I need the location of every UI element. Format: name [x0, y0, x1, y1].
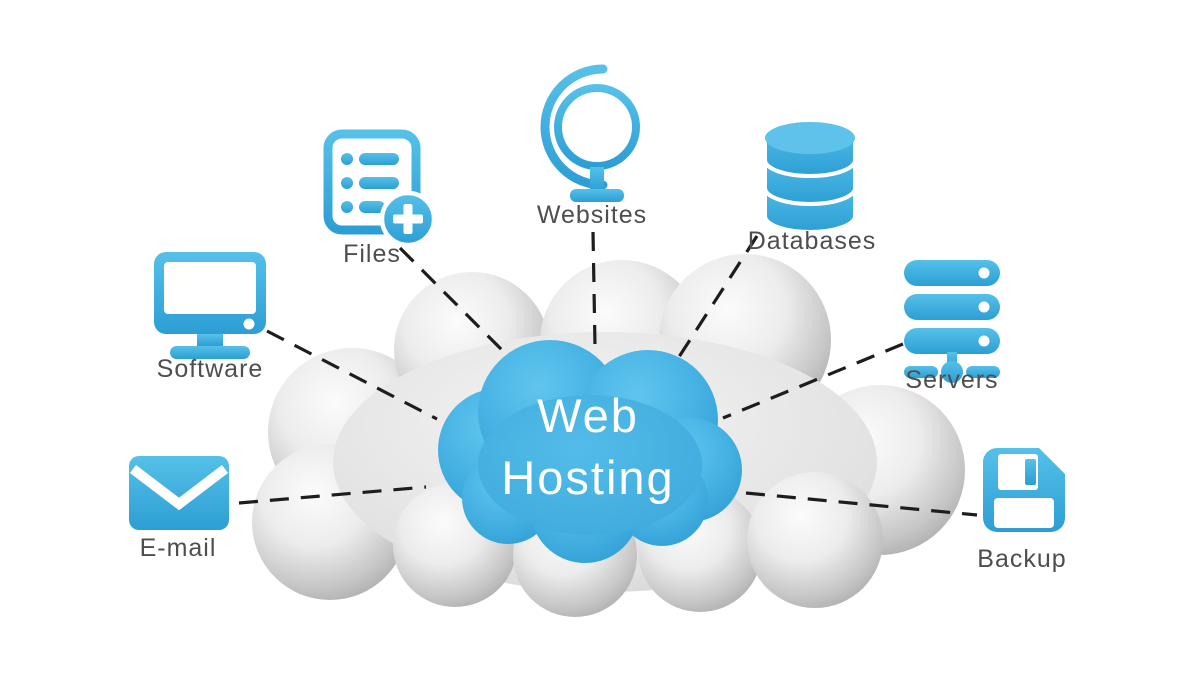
floppy-disk-icon	[983, 448, 1065, 532]
node-backup: Backup	[977, 448, 1066, 573]
node-databases: Databases	[748, 120, 877, 255]
connector-servers	[722, 342, 904, 420]
cloud-puff	[747, 472, 883, 608]
connector-websites	[591, 231, 597, 347]
database-icon	[763, 120, 857, 234]
node-websites: Websites	[537, 64, 647, 229]
node-label-databases: Databases	[748, 227, 877, 255]
connector-software	[266, 329, 438, 421]
node-label-email: E-mail	[140, 534, 217, 562]
node-label-software: Software	[157, 355, 264, 383]
power-dot	[243, 318, 255, 330]
connector-email	[238, 485, 427, 505]
envelope-icon	[129, 456, 229, 530]
central-cloud: Web Hosting	[438, 340, 742, 563]
node-label-files: Files	[343, 240, 401, 268]
node-servers: Servers	[904, 260, 1000, 394]
node-label-websites: Websites	[537, 201, 647, 229]
connector-files	[398, 246, 514, 362]
cloud-body	[478, 395, 702, 535]
connector-databases	[675, 235, 759, 361]
diagram-title-line2: Hosting	[501, 451, 674, 504]
monitor-icon	[154, 252, 266, 359]
globe-icon	[540, 64, 640, 202]
node-label-servers: Servers	[905, 366, 998, 394]
server-rack-icon	[904, 260, 1000, 383]
connector-backup	[745, 491, 978, 517]
node-email: E-mail	[129, 456, 229, 562]
node-label-backup: Backup	[977, 545, 1066, 573]
diagram-title-line1: Web	[537, 389, 639, 442]
node-software: Software	[154, 252, 266, 383]
node-files: Files	[323, 129, 437, 268]
connectors	[238, 231, 978, 517]
files-icon	[323, 129, 437, 248]
